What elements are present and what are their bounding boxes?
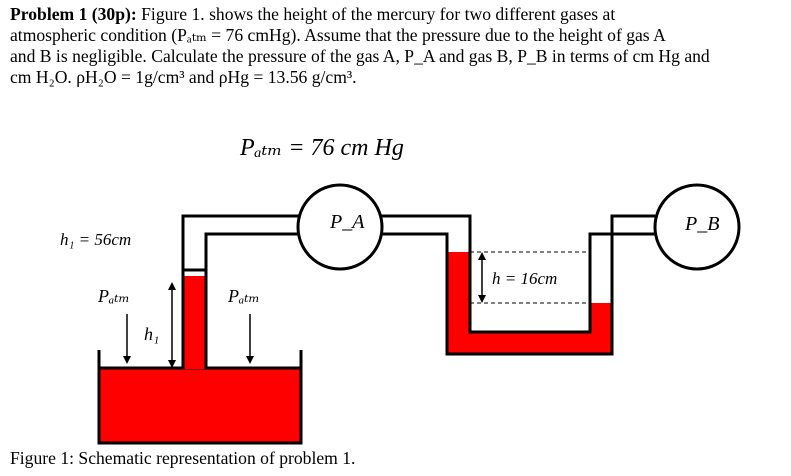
tube-u-to-b-inner <box>588 232 655 286</box>
h-value-label: h = 16cm <box>492 269 557 288</box>
patm-equation: Pₐₜₘ = 76 cm Hg <box>239 135 404 161</box>
tube-a-inner <box>204 232 300 369</box>
tube-u-to-b-outer <box>610 214 655 286</box>
problem-line-2: atmospheric condition (Pₐₜₘ = 76 cmHg). … <box>10 25 666 45</box>
u-tube-mercury <box>447 252 612 354</box>
patm-left-arrow-head <box>123 356 131 364</box>
gas-b-bulb <box>653 183 741 271</box>
h1-arrow-up <box>168 282 176 290</box>
h-arrow-up <box>478 252 486 260</box>
problem-line-4: cm H₂O. ρH₂O = 1g/cm³ and ρHg = 13.56 g/… <box>10 67 357 87</box>
tube-a-to-u-outer <box>380 214 472 252</box>
gas-a-label: P_A <box>329 211 365 233</box>
patm-right-label: Pₐₜₘ <box>227 286 260 306</box>
gas-a-bulb <box>296 183 384 271</box>
patm-right-arrow-head <box>246 356 254 364</box>
mercury-column-h1 <box>183 276 206 369</box>
gas-b-label: P_B <box>684 213 719 235</box>
tube-a-outer <box>181 214 300 369</box>
figure-caption: Figure 1: Schematic representation of pr… <box>10 448 356 468</box>
problem-line-1-text: Figure 1. shows the height of the mercur… <box>141 4 616 24</box>
h-arrow-down <box>478 295 486 303</box>
h1-arrow-down <box>168 360 176 368</box>
problem-title: Problem 1 (30p): <box>10 4 137 24</box>
problem-line-3: and B is negligible. Calculate the press… <box>10 46 710 66</box>
u-tube-wall <box>445 252 614 356</box>
problem-line-1: Problem 1 (30p): Figure 1. shows the hei… <box>10 4 785 25</box>
problem-statement: Problem 1 (30p): Figure 1. shows the hei… <box>10 4 785 88</box>
h1-label: h₁ <box>144 324 159 344</box>
h1-value-label: h₁ = 56cm <box>60 230 131 249</box>
patm-left-label: Pₐₜₘ <box>97 286 130 306</box>
tube-a-to-u-inner <box>380 232 449 252</box>
left-reservoir-mercury <box>97 366 303 445</box>
